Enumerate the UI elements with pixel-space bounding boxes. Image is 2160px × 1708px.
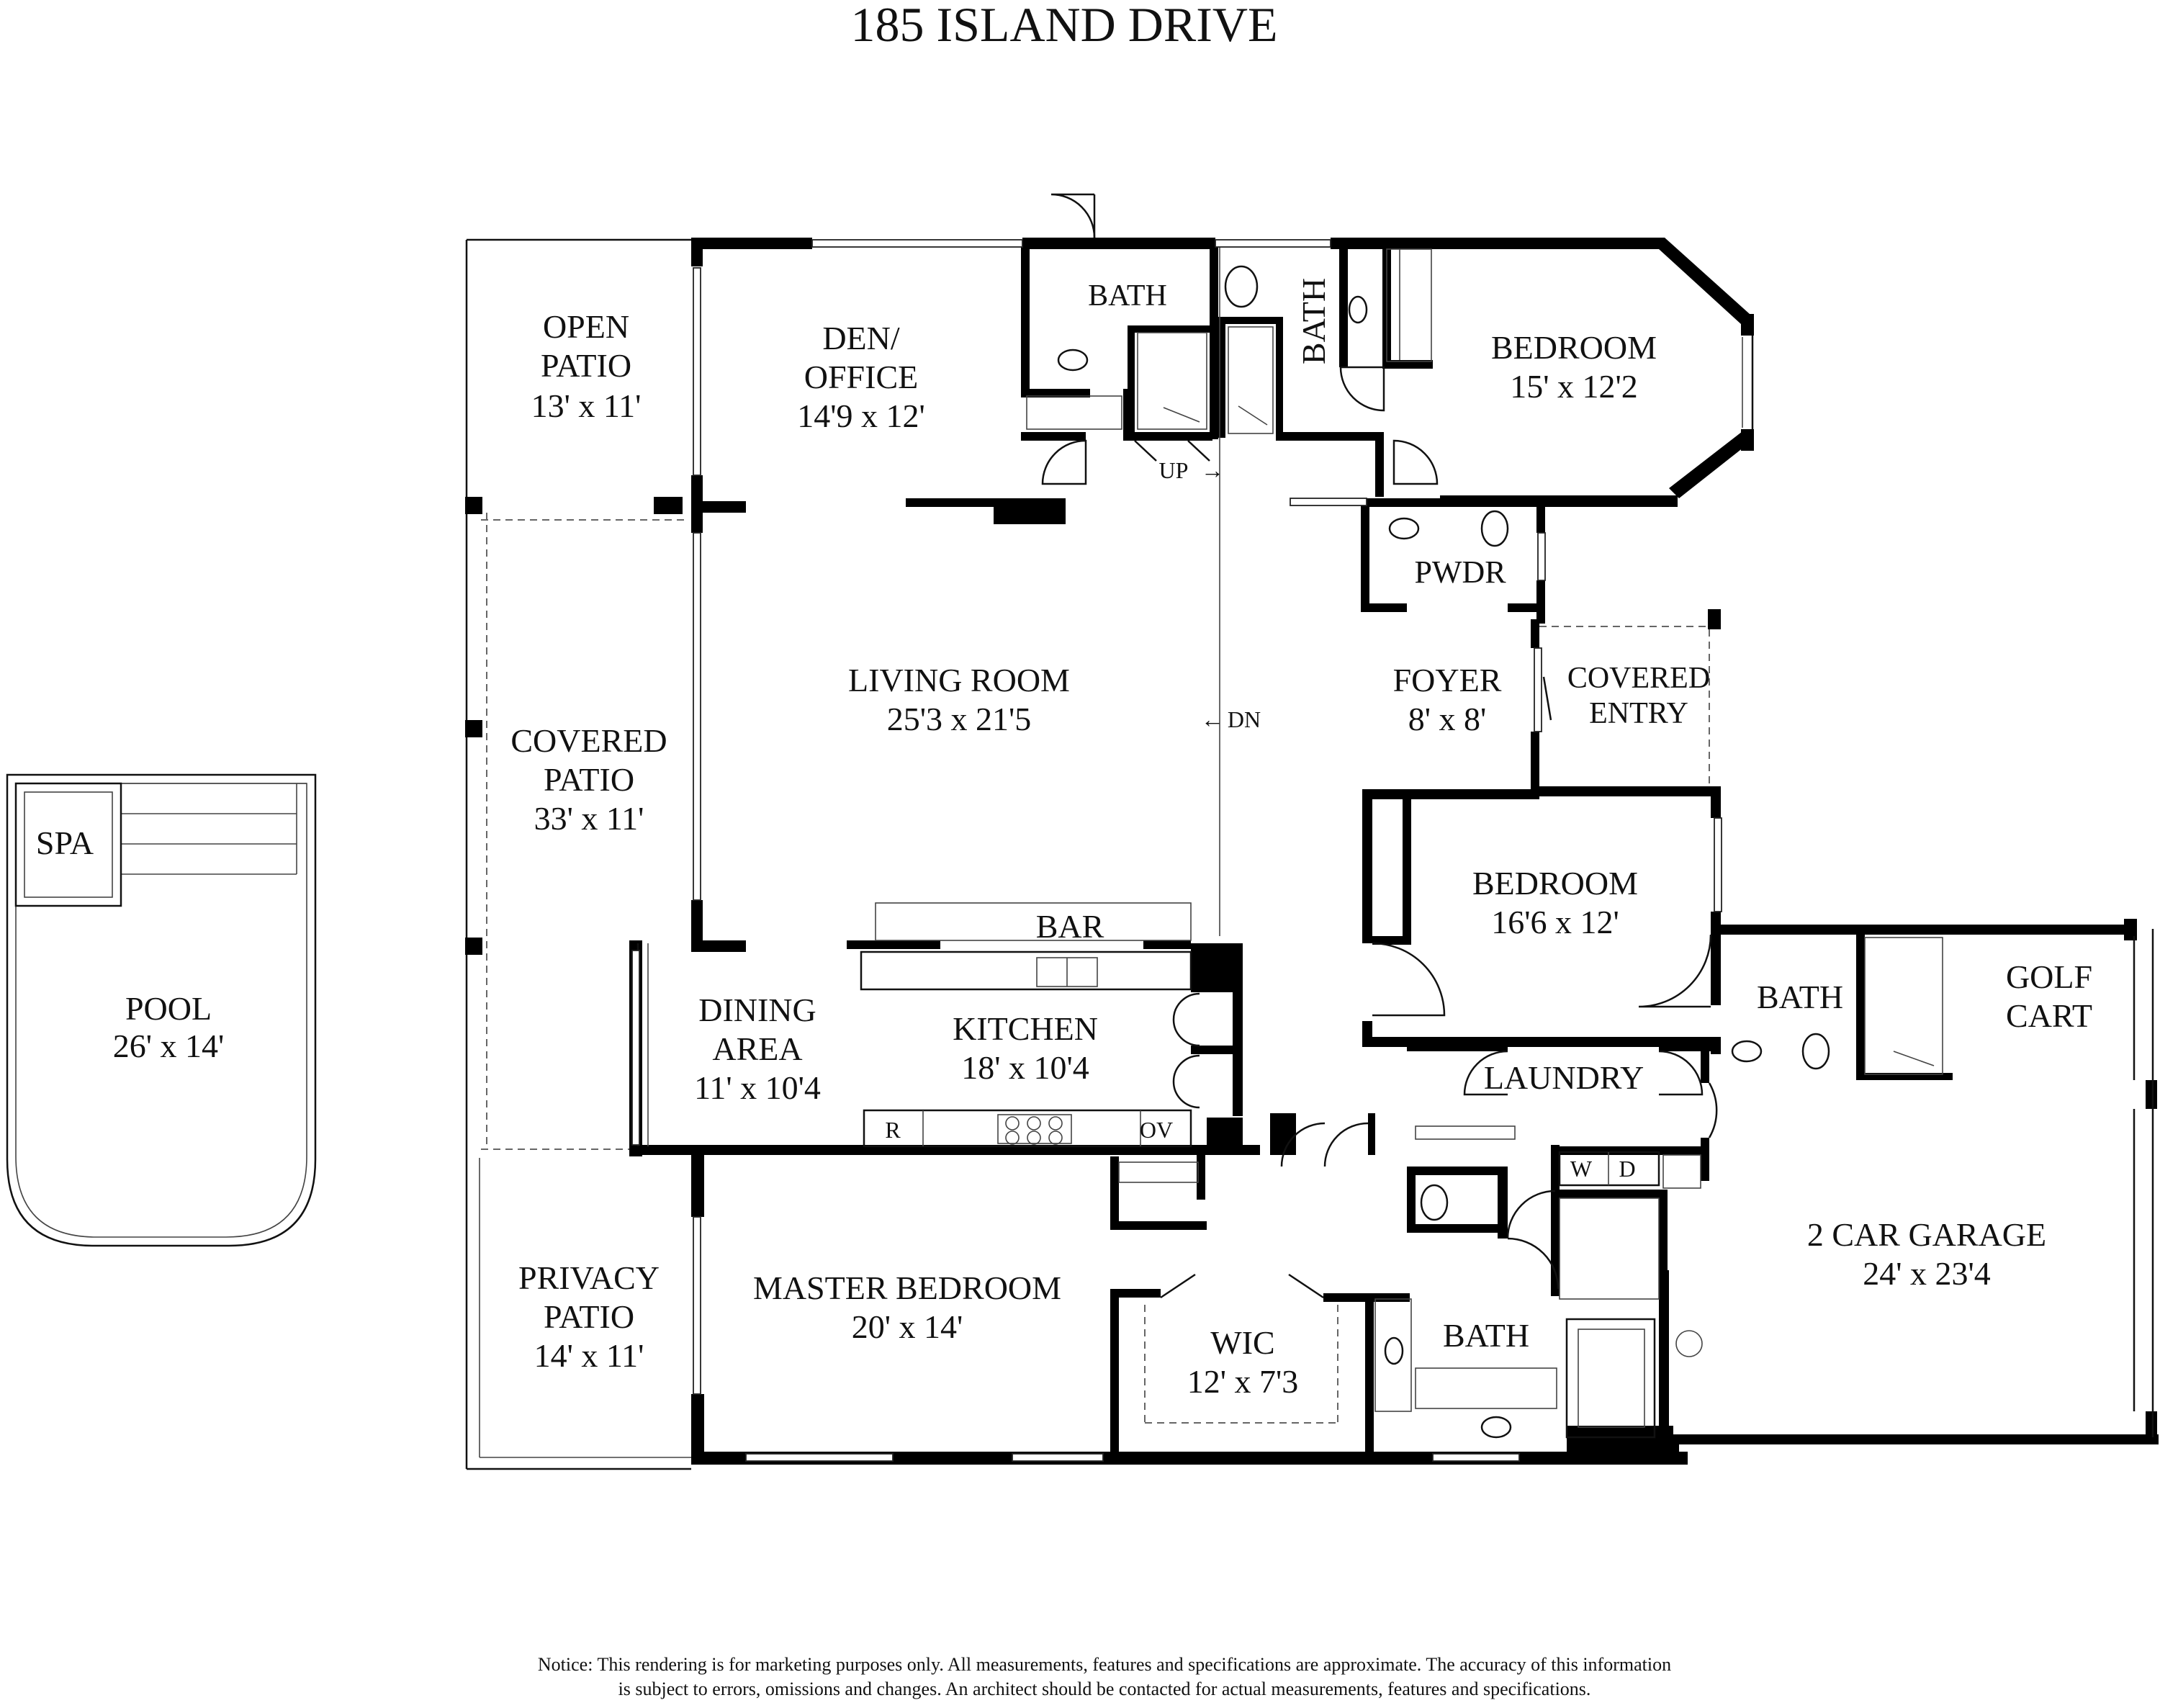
bedroom-2-dims: 16'6 x 12' [1491, 904, 1619, 940]
washer-label: W [1570, 1156, 1593, 1182]
sink-icon [1480, 1416, 1512, 1439]
open-patio-label-2: PATIO [541, 347, 631, 384]
laundry-label: LAUNDRY [1484, 1059, 1644, 1096]
open-patio-dims: 13' x 11' [531, 387, 642, 424]
windows [631, 239, 1722, 1462]
pool-dims: 26' x 14' [113, 1028, 225, 1064]
toilet-icon [1224, 265, 1259, 308]
dn-label: DN [1228, 706, 1261, 732]
toilet-icon [1801, 1033, 1830, 1070]
wic-label: WIC [1210, 1324, 1274, 1361]
notice-line-1: Notice: This rendering is for marketing … [538, 1654, 1671, 1675]
master-bedroom-dims: 20' x 14' [852, 1308, 963, 1345]
master-bath-label: BATH [1443, 1317, 1529, 1354]
bedroom-2-label: BEDROOM [1472, 865, 1638, 902]
pool [6, 773, 317, 1247]
up-label: UP [1159, 457, 1189, 483]
sink-icon [1388, 517, 1420, 540]
covered-entry-label-2: ENTRY [1589, 697, 1688, 730]
covered-patio-dims: 33' x 11' [534, 800, 644, 837]
garage-dims: 24' x 23'4 [1863, 1255, 1991, 1292]
privacy-patio-label-1: PRIVACY [518, 1259, 660, 1296]
master-bedroom-label: MASTER BEDROOM [753, 1269, 1061, 1306]
privacy-patio-dims: 14' x 11' [534, 1337, 644, 1374]
dining-label-2: AREA [712, 1030, 802, 1067]
wic-dims: 12' x 7'3 [1187, 1363, 1299, 1400]
dining-label-1: DINING [698, 992, 816, 1028]
sink-icon [1057, 349, 1089, 372]
bar-label: BAR [1036, 908, 1104, 945]
oven-label: OV [1140, 1117, 1173, 1143]
patio-posts [465, 497, 683, 955]
golf-cart-label-1: GOLF [2006, 958, 2092, 995]
golf-cart-label-2: CART [2006, 997, 2092, 1034]
sink-icon [1731, 1040, 1763, 1063]
patio-outlines [465, 238, 691, 1470]
covered-entry-label-1: COVERED [1567, 662, 1710, 695]
garage-label: 2 CAR GARAGE [1807, 1216, 2046, 1253]
privacy-patio-label-2: PATIO [544, 1298, 634, 1335]
sink-icon [1384, 1336, 1404, 1365]
living-room-label: LIVING ROOM [848, 662, 1070, 698]
cooktop-icon [1005, 1116, 1063, 1145]
plan-title: 185 ISLAND DRIVE [850, 0, 1277, 52]
foyer-label: FOYER [1393, 662, 1502, 698]
dining-dims: 11' x 10'4 [694, 1069, 821, 1106]
refrigerator-label: R [885, 1117, 901, 1143]
den-dims: 14'9 x 12' [797, 397, 925, 434]
covered-patio-label-1: COVERED [510, 722, 667, 759]
den-label-1: DEN/ [822, 320, 900, 356]
fixtures [1005, 265, 1830, 1439]
bath-bedroom-2-label: BATH [1757, 979, 1843, 1015]
bedroom-1-label: BEDROOM [1491, 329, 1657, 366]
up-arrow-icon: → [1201, 457, 1224, 483]
bedroom-1-dims: 15' x 12'2 [1510, 368, 1638, 405]
sink-icon [1348, 295, 1368, 324]
dryer-label: D [1619, 1156, 1635, 1182]
dn-arrow-icon: ← [1201, 706, 1224, 732]
pwdr-label: PWDR [1414, 554, 1506, 590]
open-patio-label-1: OPEN [543, 308, 629, 345]
toilet-icon [1420, 1184, 1449, 1221]
spa-label: SPA [36, 824, 94, 861]
walls [629, 238, 2159, 1465]
kitchen-label: KITCHEN [953, 1010, 1098, 1047]
toilet-icon [1480, 510, 1509, 547]
kitchen-dims: 18' x 10'4 [961, 1049, 1089, 1086]
doors [1041, 193, 1718, 1299]
den-bath-label: BATH [1088, 279, 1167, 313]
covered-patio-label-2: PATIO [544, 761, 634, 798]
pool-label: POOL [125, 990, 212, 1027]
notice-line-2: is subject to errors, omissions and chan… [618, 1678, 1591, 1699]
foyer-dims: 8' x 8' [1408, 701, 1487, 737]
den-label-2: OFFICE [804, 359, 918, 395]
spa [14, 782, 122, 907]
living-room-dims: 25'3 x 21'5 [887, 701, 1032, 737]
bath-vertical-label: BATH [1295, 278, 1332, 364]
